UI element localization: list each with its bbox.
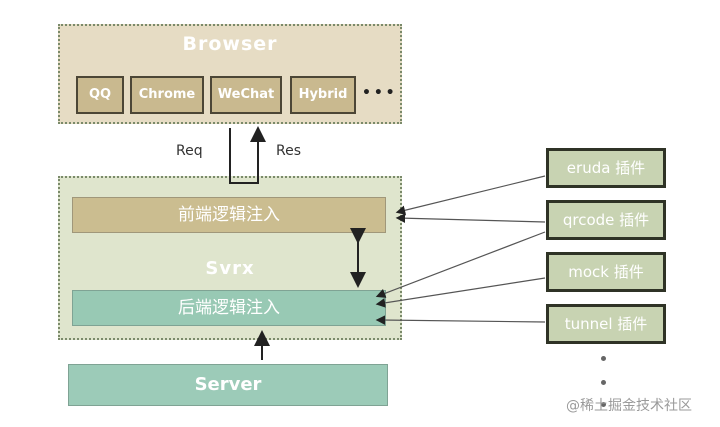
qrcode-frontend-line xyxy=(395,213,546,223)
response-label: Res xyxy=(276,143,302,159)
continuation-dot xyxy=(601,356,606,361)
server-bar: Server xyxy=(68,364,388,406)
client-wechat: WeChat xyxy=(210,76,282,114)
client-chrome: Chrome xyxy=(130,76,204,114)
continuation-dot xyxy=(601,402,606,407)
qrcode-backend-line xyxy=(375,231,546,298)
plugin-qrcode: qrcode 插件 xyxy=(546,200,666,240)
tunnel-backend-line xyxy=(375,315,546,325)
continuation-dot xyxy=(601,380,606,385)
eruda-frontend-line xyxy=(395,175,546,215)
backend-injection-bar: 后端逻辑注入 xyxy=(72,290,386,326)
browser-title: Browser xyxy=(182,33,278,55)
frontend-injection-bar: 前端逻辑注入 xyxy=(72,197,386,233)
plugin-eruda: eruda 插件 xyxy=(546,148,666,188)
more-clients-ellipsis: • • • xyxy=(362,85,395,101)
client-hybrid: Hybrid xyxy=(290,76,356,114)
svrx-title: Svrx xyxy=(205,258,255,279)
plugin-mock: mock 插件 xyxy=(546,252,666,292)
request-response-loop xyxy=(229,126,266,184)
watermark: @稀土掘金技术社区 xyxy=(566,398,692,414)
plugin-tunnel: tunnel 插件 xyxy=(546,304,666,344)
mock-backend-line xyxy=(375,277,546,308)
client-qq: QQ xyxy=(76,76,124,114)
request-label: Req xyxy=(176,143,203,159)
